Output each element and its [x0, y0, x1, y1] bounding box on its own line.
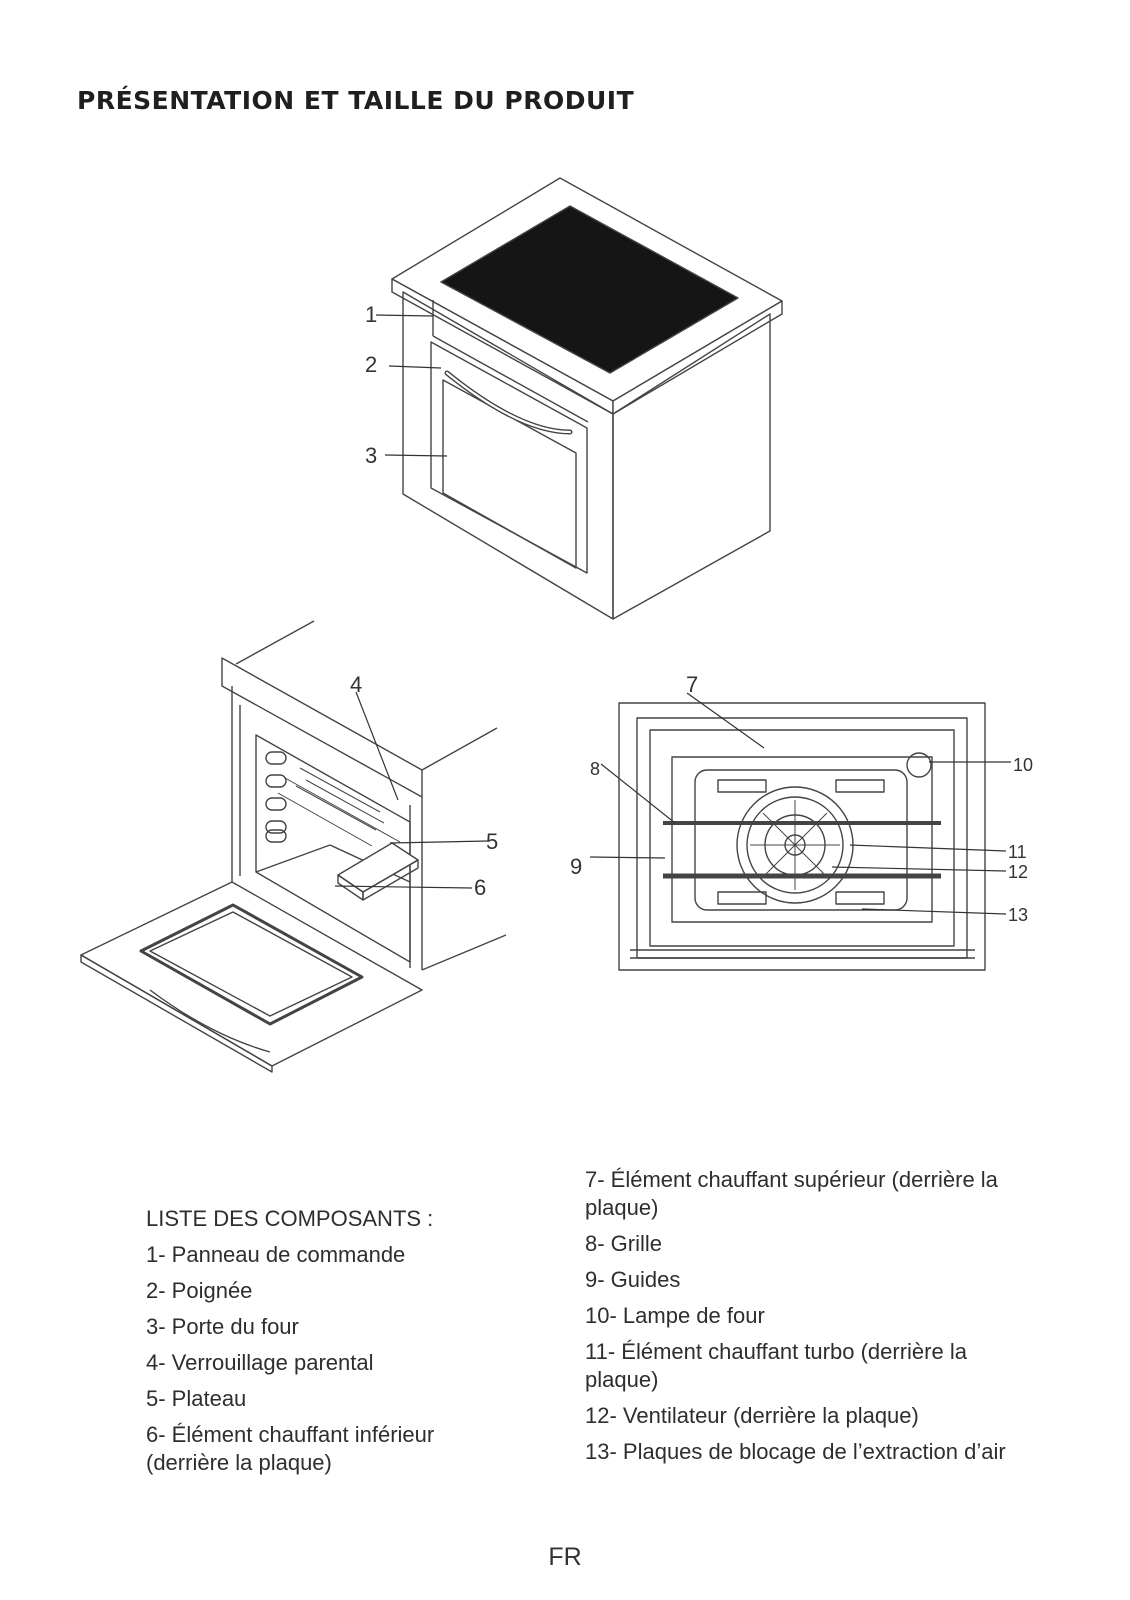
- component-item: 1- Panneau de commande: [146, 1242, 406, 1267]
- hob-cooktop: [440, 205, 739, 374]
- component-item: 9- Guides: [585, 1267, 681, 1292]
- oven-with-hob-illustration: [391, 177, 783, 620]
- callout-13: 13: [1008, 905, 1028, 925]
- oven-diagrams: 1 2 3 4 5 6 7 8 9 10 11 12 13: [80, 177, 1033, 1073]
- callout-11: 11: [1008, 842, 1027, 862]
- component-list-heading: LISTE DES COMPOSANTS :: [146, 1206, 434, 1231]
- lamp-graphic: [906, 752, 932, 778]
- callout-12: 12: [1008, 862, 1028, 882]
- callout-numbers: 1 2 3 4 5 6 7 8 9 10 11 12 13: [350, 302, 1033, 925]
- page-title: PRÉSENTATION ET TAILLE DU PRODUIT: [77, 86, 635, 115]
- callout-6: 6: [474, 875, 486, 900]
- callout-7: 7: [686, 672, 698, 697]
- component-item: 6- Élément chauffant inférieur (derrière…: [146, 1422, 435, 1475]
- open-door-graphic: [80, 881, 423, 1067]
- callout-leaders: [334, 314, 1011, 915]
- callout-5: 5: [486, 829, 498, 854]
- component-item: 2- Poignée: [146, 1278, 253, 1303]
- component-item: 12- Ventilateur (derrière la plaque): [585, 1403, 919, 1428]
- callout-10: 10: [1013, 755, 1033, 775]
- component-item: 8- Grille: [585, 1231, 663, 1256]
- component-item: 3- Porte du four: [146, 1314, 299, 1339]
- callout-2: 2: [365, 352, 377, 377]
- page-footer-language: FR: [548, 1543, 582, 1571]
- oven-rack-graphic: [277, 767, 401, 847]
- callout-8: 8: [590, 759, 600, 779]
- component-list-left: LISTE DES COMPOSANTS : 1- Panneau de com…: [146, 1205, 546, 1485]
- component-item: 7- Élément chauffant supérieur (derrière…: [585, 1167, 998, 1220]
- open-oven-illustration: [80, 620, 507, 1073]
- callout-9: 9: [570, 854, 582, 879]
- component-item: 13- Plaques de blocage de l’extraction d…: [585, 1439, 1006, 1464]
- callout-3: 3: [365, 443, 377, 468]
- component-list-right: 7- Élément chauffant supérieur (derrière…: [585, 1166, 1075, 1474]
- oven-front-interior-illustration: [618, 702, 986, 971]
- component-item: 11- Élément chauffant turbo (derrière la…: [585, 1339, 967, 1392]
- callout-1: 1: [365, 302, 377, 327]
- component-item: 5- Plateau: [146, 1386, 247, 1411]
- component-item: 10- Lampe de four: [585, 1303, 765, 1328]
- component-item: 4- Verrouillage parental: [146, 1350, 374, 1375]
- callout-4: 4: [350, 672, 362, 697]
